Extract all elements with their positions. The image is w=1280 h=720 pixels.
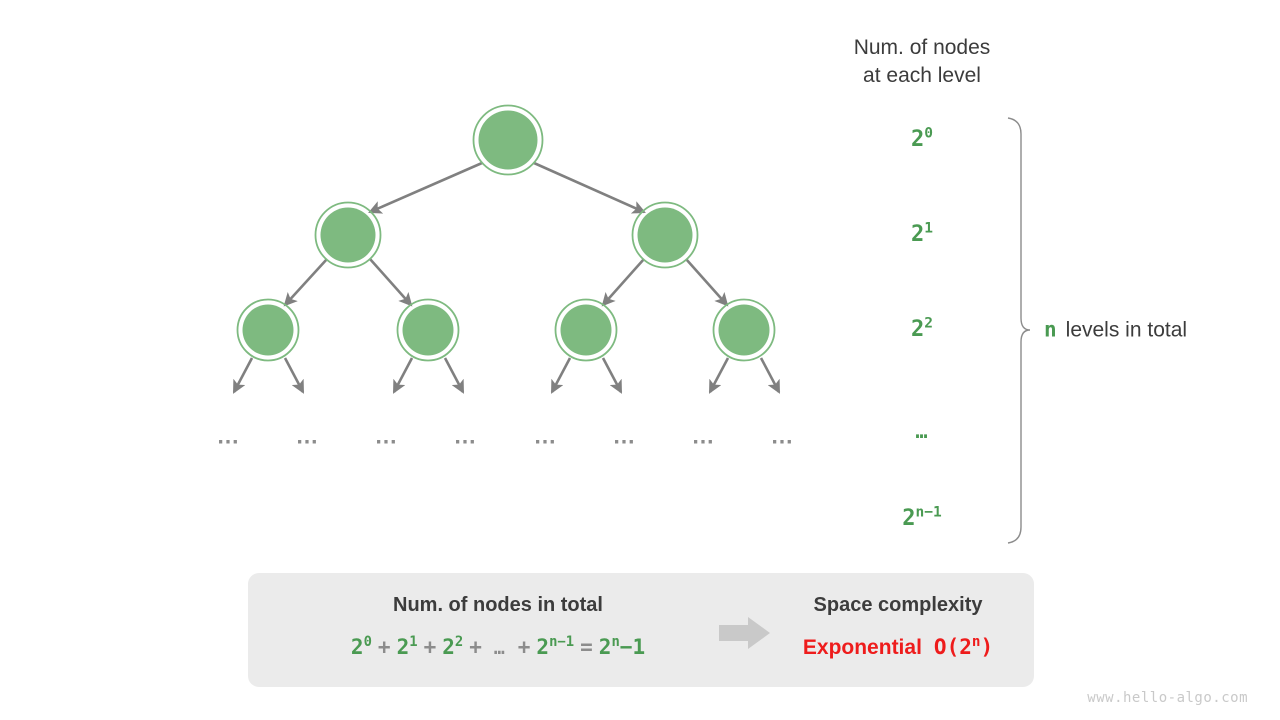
eq-term-2: 22 xyxy=(442,634,464,659)
complexity-bigo: O(2n) xyxy=(933,634,994,659)
space-complexity-value: Exponential O(2n) xyxy=(738,634,1058,659)
eq-equals: = xyxy=(580,635,593,659)
level-count-base: 2 xyxy=(902,506,916,531)
total-nodes-equation: 20+21+22+…+2n−1=2n−1 xyxy=(263,634,733,659)
level-count-exponent: 2 xyxy=(924,315,933,332)
levels-column-header: Num. of nodes at each level xyxy=(854,34,991,89)
tree-node-l2-3 xyxy=(554,298,618,362)
level-count-base: 2 xyxy=(911,127,925,152)
edge-l1l-to-l2-2 xyxy=(369,258,413,307)
tree-node-l2-1 xyxy=(236,298,300,362)
level-count-exponent: n−1 xyxy=(915,504,942,521)
edge-l1r-to-l2-4 xyxy=(685,258,729,307)
levels-header-line1: Num. of nodes xyxy=(853,36,991,59)
space-complexity-column: Space complexity Exponential O(2n) xyxy=(738,595,1058,658)
edge-l2-2-b xyxy=(443,357,465,394)
leaf-ellipsis: … xyxy=(216,422,242,449)
eq-term-1: 21 xyxy=(396,634,418,659)
tree-node-l1-left xyxy=(314,201,382,269)
space-complexity-title: Space complexity xyxy=(813,594,983,616)
leaf-ellipsis: … xyxy=(612,422,638,449)
level-count-ellipsis: … xyxy=(915,421,928,441)
edge-l2-3-a xyxy=(550,357,572,394)
edge-l1r-to-l2-3 xyxy=(601,258,645,307)
level-count-1: 21 xyxy=(911,220,933,247)
leaf-ellipsis: … xyxy=(691,422,717,449)
tree-node-l2-4 xyxy=(712,298,776,362)
summary-panel: Num. of nodes in total 20+21+22+…+2n−1=2… xyxy=(248,573,1034,687)
levels-brace xyxy=(1007,117,1031,544)
eq-plus: + xyxy=(377,635,391,659)
level-count-base: … xyxy=(915,419,929,443)
leaf-ellipsis: … xyxy=(374,422,400,449)
eq-plus: + xyxy=(517,635,531,659)
eq-plus: + xyxy=(469,635,482,659)
level-count-2: 22 xyxy=(911,315,933,342)
tree-nodes xyxy=(236,104,776,362)
edge-root-to-l1-right xyxy=(533,161,646,214)
leaf-ellipsis: … xyxy=(295,422,321,449)
edge-l2-1-a xyxy=(232,357,254,394)
levels-header-line2: at each level xyxy=(863,63,981,87)
eq-plus: + xyxy=(423,635,437,659)
eq-ellipsis: … xyxy=(493,638,506,659)
total-levels-symbol: n xyxy=(1044,317,1057,342)
total-nodes-title: Num. of nodes in total xyxy=(393,594,603,616)
level-count-0: 20 xyxy=(911,125,933,152)
edge-l2-1-b xyxy=(283,357,305,394)
level-count-last: 2n−1 xyxy=(902,504,942,531)
tree-node-l2-2 xyxy=(396,298,460,362)
tree-edges xyxy=(232,161,781,394)
leaf-ellipsis: … xyxy=(770,422,796,449)
complexity-word: Exponential xyxy=(802,636,922,659)
total-nodes-column: Num. of nodes in total 20+21+22+…+2n−1=2… xyxy=(263,595,733,658)
right-arrow-icon xyxy=(719,617,770,649)
eq-term-0: 20 xyxy=(350,634,372,659)
watermark: www.hello-algo.com xyxy=(1087,690,1248,706)
edge-l2-2-a xyxy=(392,357,414,394)
edge-l2-3-b xyxy=(601,357,623,394)
tree-node-root xyxy=(472,104,544,176)
level-count-exponent: 0 xyxy=(924,125,933,142)
level-count-base: 2 xyxy=(911,222,925,247)
total-levels-text: levels in total xyxy=(1065,318,1188,342)
leaf-ellipsis: … xyxy=(533,422,559,449)
eq-result: 2n−1 xyxy=(598,634,646,659)
total-levels-annotation: n levels in total xyxy=(1044,317,1188,342)
edge-l1l-to-l2-1 xyxy=(283,258,328,307)
edge-l2-4-a xyxy=(708,357,730,394)
level-count-base: 2 xyxy=(911,317,925,342)
edge-root-to-l1-left xyxy=(368,161,483,214)
level-count-exponent: 1 xyxy=(924,220,933,237)
edge-l2-4-b xyxy=(759,357,781,394)
leaf-ellipsis: … xyxy=(453,422,479,449)
tree-node-l1-right xyxy=(631,201,699,269)
eq-term-4: 2n−1 xyxy=(536,634,575,659)
